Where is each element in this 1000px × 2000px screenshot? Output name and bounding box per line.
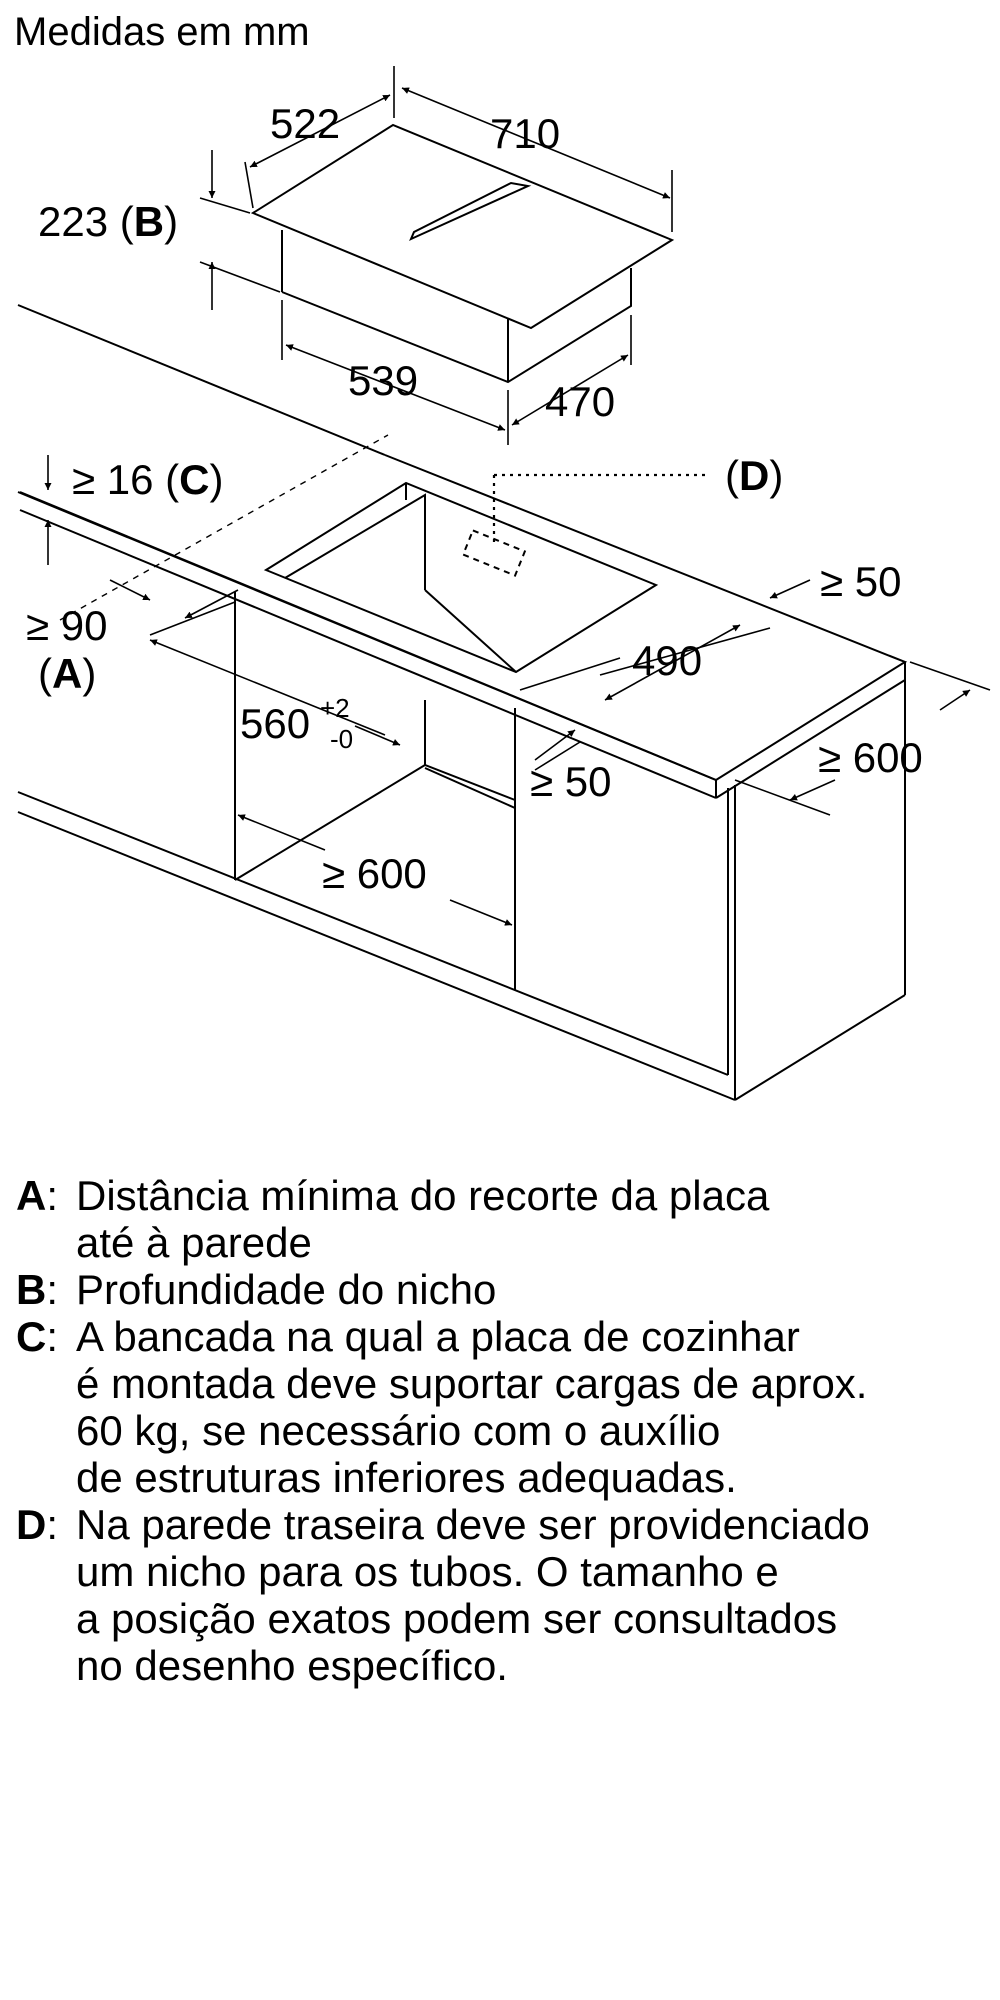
legend-key: D: bbox=[16, 1501, 59, 1548]
dim-cutout-width-tolerance-minus: -0 bbox=[330, 724, 353, 754]
wall-dashed-line bbox=[59, 434, 389, 621]
hob-glass-top bbox=[250, 123, 675, 330]
hob-illustration bbox=[250, 123, 675, 384]
legend-item-d: D: Na parede traseira deve ser providenc… bbox=[16, 1501, 991, 1689]
dim-wall-distance-letter: (A) bbox=[38, 650, 96, 697]
dim-cutout-width-tolerance-plus: +2 bbox=[320, 693, 350, 723]
dim-worktop-depth: ≥ 600 bbox=[818, 734, 923, 781]
worktop-front-bottom bbox=[19, 509, 717, 799]
dim-front-clearance: ≥ 50 bbox=[820, 558, 901, 605]
cutout-inner-edge bbox=[284, 493, 426, 590]
page-title: Medidas em mm bbox=[14, 10, 310, 54]
legend-text: Na parede traseira deve ser providenciad… bbox=[76, 1501, 870, 1689]
dim-wall-distance: ≥ 90 bbox=[26, 602, 107, 649]
dim-cutout-width: 560 bbox=[240, 700, 310, 747]
legend: A: Distância mínima do recorte da placa … bbox=[16, 1172, 991, 1689]
dim-cutout-depth: 490 bbox=[632, 637, 702, 684]
legend-item-b: B: Profundidade do nicho bbox=[16, 1266, 991, 1313]
worktop-dimension-lines bbox=[44, 455, 991, 926]
dim-hob-depth: 522 bbox=[270, 100, 340, 147]
legend-item-a: A: Distância mínima do recorte da placa … bbox=[16, 1172, 991, 1266]
dim-worktop-thickness: ≥ 16 (C) bbox=[72, 456, 223, 503]
dim-cabinet-width: ≥ 600 bbox=[322, 850, 427, 897]
legend-key: C: bbox=[16, 1313, 59, 1360]
dim-hob-width: 710 bbox=[490, 110, 560, 157]
dim-body-width: 539 bbox=[348, 357, 418, 404]
legend-text: Distância mínima do recorte da placa até… bbox=[76, 1172, 770, 1266]
legend-item-c: C: A bancada na qual a placa de cozinhar… bbox=[16, 1313, 991, 1501]
legend-key: B: bbox=[16, 1266, 59, 1313]
dim-niche-height: 223 (B) bbox=[38, 198, 178, 245]
dim-body-depth: 470 bbox=[545, 378, 615, 425]
wall-line bbox=[17, 304, 386, 456]
legend-text: A bancada na qual a placa de cozinhar é … bbox=[76, 1313, 868, 1501]
plinth-line-bottom bbox=[17, 811, 736, 1101]
plinth-line-top bbox=[17, 791, 729, 1076]
worktop-illustration bbox=[17, 304, 908, 1101]
worktop-front-top bbox=[19, 491, 717, 781]
legend-key: A: bbox=[16, 1172, 59, 1219]
cutout-outline bbox=[263, 481, 659, 674]
hob-dimension-lines bbox=[199, 66, 673, 445]
dim-side-clearance: ≥ 50 bbox=[530, 758, 611, 805]
hob-body-front bbox=[281, 268, 632, 384]
legend-text: Profundidade do nicho bbox=[76, 1266, 497, 1313]
marker-d-label: (D) bbox=[725, 452, 783, 499]
installation-diagram: 522 710 223 (B) 539 470 ≥ 16 (C) (D) ≥ 5… bbox=[17, 66, 991, 1101]
